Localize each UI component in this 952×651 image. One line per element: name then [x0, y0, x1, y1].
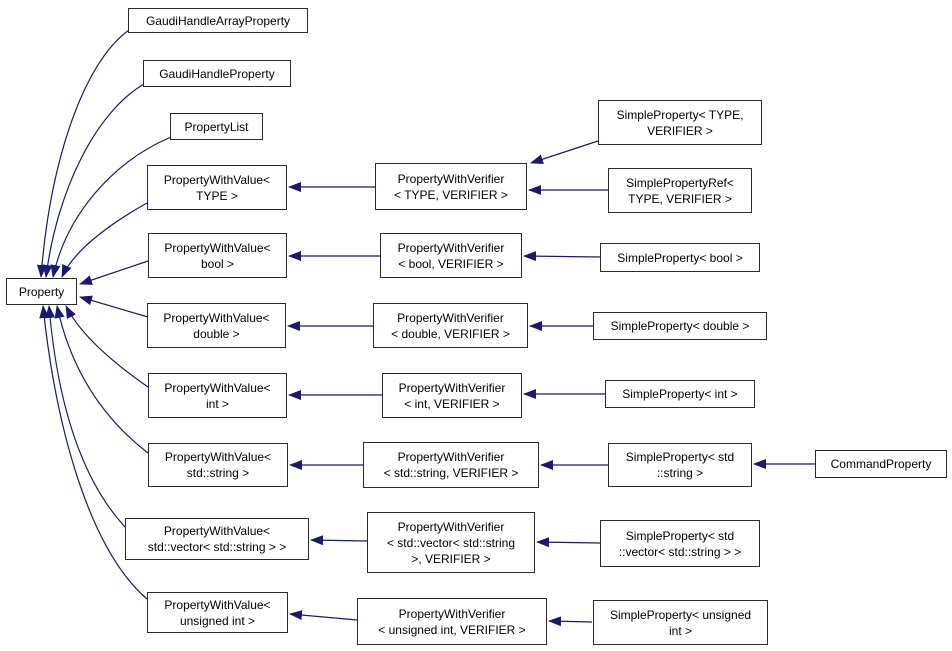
class-label: PropertyWithValue< unsigned int >: [164, 597, 271, 628]
class-node-property-with-value-vector[interactable]: PropertyWithValue< std::vector< std::str…: [125, 518, 309, 560]
class-node-property-with-verifier-double[interactable]: PropertyWithVerifier < double, VERIFIER …: [373, 303, 528, 348]
class-label: SimpleProperty< bool >: [617, 250, 743, 265]
class-node-gaudi-handle-property[interactable]: GaudiHandleProperty: [143, 60, 291, 87]
class-label: PropertyWithValue< int >: [164, 380, 271, 411]
class-node-simple-property-uint[interactable]: SimpleProperty< unsigned int >: [593, 600, 768, 645]
class-label: PropertyWithVerifier < unsigned int, VER…: [378, 606, 526, 637]
class-label: PropertyWithValue< TYPE >: [163, 172, 271, 203]
edge-pwv-type-to-property: [61, 202, 148, 278]
edge-sp-type-to-pwf-type: [530, 140, 599, 165]
class-label: SimpleProperty< unsigned int >: [609, 607, 752, 638]
class-label: SimpleProperty< std ::string >: [625, 450, 735, 480]
class-node-property[interactable]: Property: [6, 278, 77, 305]
class-node-command-property[interactable]: CommandProperty: [815, 450, 947, 478]
class-node-property-with-verifier-uint[interactable]: PropertyWithVerifier < unsigned int, VER…: [357, 598, 547, 645]
edge-pwf-uint-to-pwv-uint: [289, 610, 358, 621]
class-label: GaudiHandleProperty: [159, 66, 275, 81]
class-node-property-with-verifier-string[interactable]: PropertyWithVerifier < std::string, VERI…: [363, 442, 539, 488]
class-label: SimpleProperty< int >: [622, 387, 738, 401]
edge-pwv-double-to-property: [79, 295, 149, 318]
edge-pwf-vector-to-pwv-vector: [310, 535, 368, 546]
edge-pwv-string-to-property: [54, 305, 149, 454]
edge-pwv-int-to-property: [65, 305, 149, 388]
edge-gaudi-handle-to-property: [42, 83, 145, 278]
class-label: PropertyWithVerifier < bool, VERIFIER >: [397, 240, 505, 271]
edge-gaudi-array-to-property: [36, 29, 130, 278]
class-label: PropertyWithVerifier < std::vector< std:…: [386, 519, 516, 566]
class-label: PropertyWithValue< std::string >: [164, 450, 272, 480]
edge-sp-vector-to-pwf-vector: [536, 537, 601, 548]
class-node-property-with-value-int[interactable]: PropertyWithValue< int >: [148, 373, 287, 418]
class-label: PropertyWithVerifier < std::string, VERI…: [383, 450, 519, 480]
class-node-gaudi-handle-array-property[interactable]: GaudiHandleArrayProperty: [128, 8, 308, 33]
edge-sp-bool-to-pwf-bool: [523, 251, 601, 262]
class-node-property-list[interactable]: PropertyList: [170, 113, 263, 140]
edge-property-list-to-property: [50, 136, 172, 278]
edge-pwv-bool-to-property: [79, 260, 149, 285]
class-node-property-with-value-double[interactable]: PropertyWithValue< double >: [147, 303, 286, 348]
class-node-simple-property-vector[interactable]: SimpleProperty< std ::vector< std::strin…: [600, 520, 760, 567]
edge-pwv-uint-to-property: [39, 305, 148, 600]
class-node-property-with-verifier-bool[interactable]: PropertyWithVerifier < bool, VERIFIER >: [380, 233, 522, 278]
class-node-property-with-verifier-type[interactable]: PropertyWithVerifier < TYPE, VERIFIER >: [375, 163, 527, 210]
class-label: PropertyWithValue< double >: [163, 310, 270, 341]
class-label: PropertyWithVerifier < double, VERIFIER …: [391, 310, 510, 341]
class-label: PropertyWithVerifier < TYPE, VERIFIER >: [394, 171, 508, 202]
class-label: SimpleProperty< std ::vector< std::strin…: [618, 528, 742, 559]
edge-sp-uint-to-pwf-uint: [548, 616, 593, 627]
class-node-property-with-value-bool[interactable]: PropertyWithValue< bool >: [148, 233, 287, 278]
class-node-simple-property-int[interactable]: SimpleProperty< int >: [605, 380, 755, 408]
class-node-simple-property-type-verifier[interactable]: SimpleProperty< TYPE, VERIFIER >: [598, 100, 762, 145]
class-label: SimpleProperty< TYPE, VERIFIER >: [616, 107, 744, 138]
class-label: SimpleProperty< double >: [610, 319, 750, 333]
class-node-simple-property-string[interactable]: SimpleProperty< std ::string >: [608, 443, 752, 487]
class-label: PropertyWithValue< std::vector< std::str…: [147, 524, 287, 554]
class-node-property-with-value-string[interactable]: PropertyWithValue< std::string >: [148, 443, 288, 487]
class-label: Property: [18, 284, 65, 299]
class-label: PropertyWithValue< bool >: [164, 240, 271, 271]
class-node-property-with-verifier-int[interactable]: PropertyWithVerifier < int, VERIFIER >: [382, 373, 522, 418]
edge-pwv-vector-to-property: [45, 305, 126, 528]
class-label: CommandProperty: [830, 457, 932, 471]
class-node-property-with-value-uint[interactable]: PropertyWithValue< unsigned int >: [147, 592, 288, 633]
class-node-simple-property-double[interactable]: SimpleProperty< double >: [593, 312, 767, 340]
class-label: GaudiHandleArrayProperty: [145, 13, 291, 28]
class-label: PropertyList: [184, 119, 249, 134]
class-node-property-with-value-type[interactable]: PropertyWithValue< TYPE >: [147, 165, 287, 210]
class-label: PropertyWithVerifier < int, VERIFIER >: [398, 380, 506, 411]
class-node-simple-property-ref[interactable]: SimplePropertyRef< TYPE, VERIFIER >: [608, 168, 752, 213]
class-node-property-with-verifier-vector[interactable]: PropertyWithVerifier < std::vector< std:…: [367, 512, 535, 573]
class-label: SimplePropertyRef< TYPE, VERIFIER >: [626, 175, 734, 206]
class-node-simple-property-bool[interactable]: SimpleProperty< bool >: [600, 243, 760, 272]
